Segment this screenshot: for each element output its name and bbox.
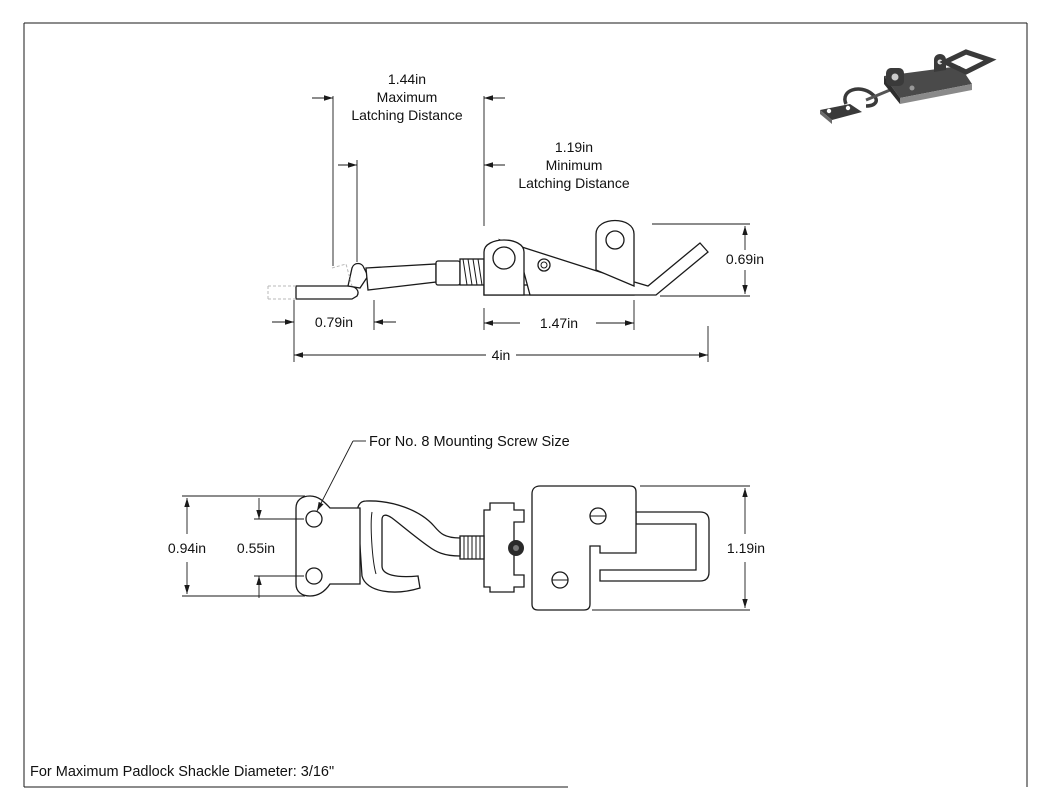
drawing-border [23, 22, 1028, 788]
max-latch-line2: Latching Distance [351, 107, 463, 123]
screw-size-note: For No. 8 Mounting Screw Size [369, 434, 570, 450]
dimension-hole-spacing [254, 498, 304, 598]
dimension-keeper-length [272, 300, 396, 362]
dimension-max-latching [312, 95, 505, 266]
dimension-base-length [483, 300, 635, 330]
max-latch-line1: Maximum [377, 89, 438, 105]
base-length-value: 1.47in [540, 315, 578, 331]
dimension-side-height [652, 223, 750, 297]
latch-side-view [267, 220, 709, 300]
keeper-length-value: 0.79in [315, 314, 353, 330]
min-latch-line1: Minimum [546, 157, 603, 173]
dimension-overall-length [294, 326, 709, 362]
latch-top-view [295, 485, 710, 611]
keeper-height-value: 0.94in [168, 540, 206, 556]
overall-length-value: 4in [492, 347, 511, 363]
handle-width-value: 1.19in [727, 540, 765, 556]
dimension-min-latching [338, 160, 505, 262]
latch-3d-preview [820, 49, 997, 124]
screw-leader [316, 440, 366, 512]
min-latch-line2: Latching Distance [518, 175, 630, 191]
padlock-note: For Maximum Padlock Shackle Diameter: 3/… [30, 764, 334, 780]
dimension-keeper-height [182, 495, 305, 597]
max-latch-value: 1.44in [388, 71, 426, 87]
side-height-value: 0.69in [726, 251, 764, 267]
dimension-handle-width [592, 485, 750, 611]
hole-spacing-value: 0.55in [237, 540, 275, 556]
min-latch-value: 1.19in [555, 139, 593, 155]
